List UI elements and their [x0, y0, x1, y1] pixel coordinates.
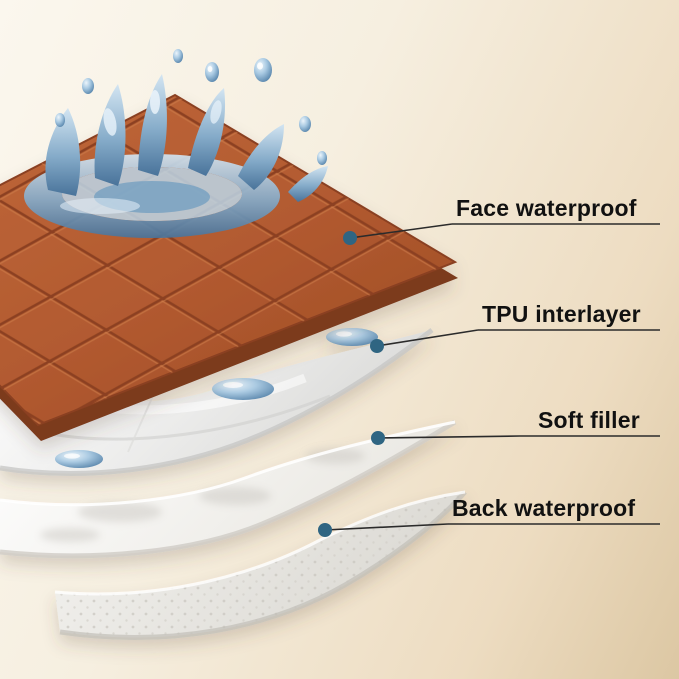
callout-filler	[371, 431, 660, 445]
callout-dot-back	[318, 523, 332, 537]
label-soft-filler: Soft filler	[538, 407, 640, 433]
water-droplets-on-film	[55, 328, 378, 468]
water-splash	[24, 49, 328, 238]
callout-tpu	[370, 329, 660, 353]
label-face-waterproof: Face waterproof	[456, 195, 637, 221]
soft-filler-layer	[0, 419, 457, 559]
tpu-interlayer-layer	[0, 328, 434, 476]
label-back-waterproof: Back waterproof	[452, 495, 636, 521]
callout-dot-tpu	[370, 339, 384, 353]
callout-dot-face	[343, 231, 357, 245]
airborne-droplets	[55, 49, 327, 165]
callout-dot-filler	[371, 431, 385, 445]
callout-back	[318, 523, 660, 537]
callout-face	[343, 223, 660, 245]
label-tpu-interlayer: TPU interlayer	[482, 301, 641, 327]
